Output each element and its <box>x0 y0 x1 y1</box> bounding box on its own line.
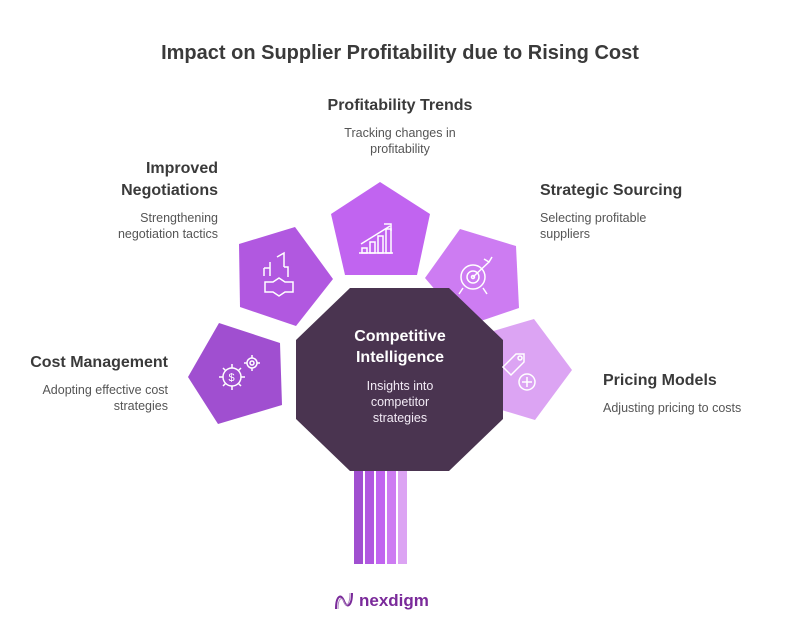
label-pricing-models: Pricing Models Adjusting pricing to cost… <box>603 370 793 416</box>
label-profitability-trends: Profitability Trends Tracking changes in… <box>280 95 520 157</box>
price-tag-plus-icon <box>501 353 536 391</box>
label-cost-management: Cost Management Adopting effective cost s… <box>10 352 168 414</box>
pricing-models-title: Pricing Models <box>603 372 717 389</box>
negotiations-desc-2: negotiation tactics <box>117 227 218 241</box>
nexdigm-wave-icon <box>335 592 353 610</box>
center-title-line2: Intelligence <box>355 349 445 366</box>
strategic-sourcing-desc-1: Selecting profitable <box>540 211 647 225</box>
center-desc-line1: Insights into <box>366 379 434 393</box>
strategic-sourcing-desc-2: suppliers <box>540 227 591 241</box>
negotiations-title-1: Improved <box>145 160 218 177</box>
gears-dollar-icon: $ <box>219 355 260 390</box>
pricing-models-desc: Adjusting pricing to costs <box>603 401 742 415</box>
strategic-sourcing-title: Strategic Sourcing <box>540 182 683 199</box>
profitability-trends-desc-1: Tracking changes in <box>344 126 456 140</box>
stem-bars <box>354 460 407 564</box>
pentagon-cost-management <box>188 323 282 424</box>
pentagon-profitability-trends <box>331 182 430 275</box>
cost-management-desc-1: Adopting effective cost <box>42 383 168 397</box>
pentagon-improved-negotiations <box>239 227 333 326</box>
cost-management-desc-2: strategies <box>113 399 168 413</box>
logo-text: nexdigm <box>359 591 429 610</box>
center-octagon <box>296 288 503 471</box>
diagram-title: Impact on Supplier Profitability due to … <box>161 42 639 64</box>
center-desc-line2: competitor <box>370 395 430 409</box>
target-icon <box>458 256 493 295</box>
negotiations-desc-1: Strengthening <box>140 211 218 225</box>
growth-chart-icon <box>359 223 393 254</box>
center-title-line1: Competitive <box>354 328 446 345</box>
svg-text:$: $ <box>229 372 235 384</box>
nexdigm-logo: nexdigm <box>333 590 429 612</box>
center-desc-line3: strategies <box>372 411 428 425</box>
profitability-trends-title: Profitability Trends <box>327 97 473 114</box>
negotiations-title-2: Negotiations <box>121 182 218 199</box>
label-strategic-sourcing: Strategic Sourcing Selecting profitable s… <box>540 180 740 242</box>
profitability-trends-desc-2: profitability <box>370 142 430 156</box>
cost-management-title: Cost Management <box>30 354 168 371</box>
handshake-icon <box>263 251 294 297</box>
